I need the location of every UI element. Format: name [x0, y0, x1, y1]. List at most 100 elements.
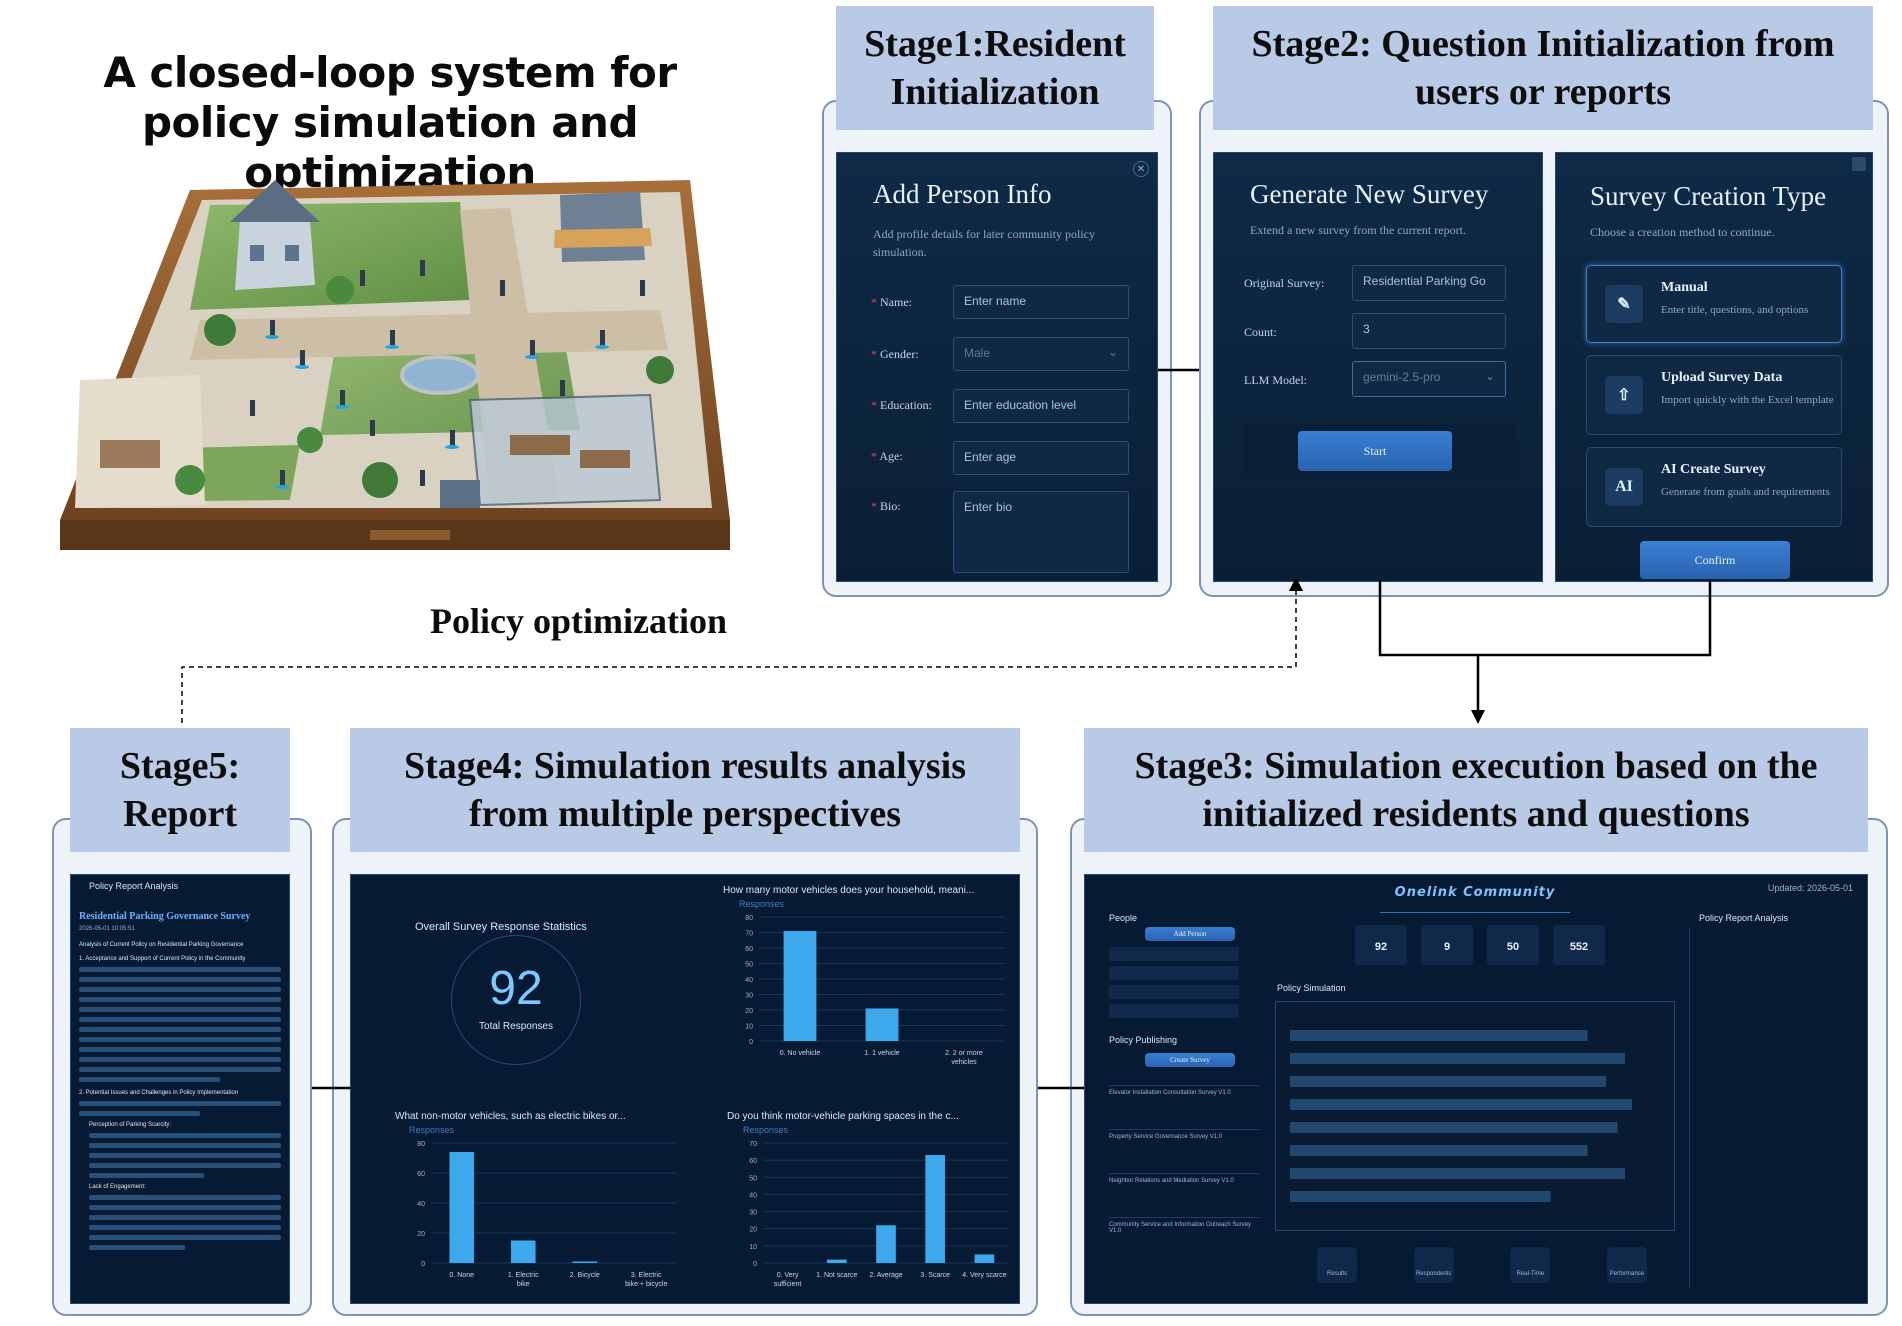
list-item[interactable] [1109, 985, 1239, 999]
y-tick-label: 70 [749, 1141, 757, 1148]
report-subheading: 1. Acceptance and Support of Current Pol… [79, 956, 246, 962]
y-tick-label: 0 [753, 1261, 757, 1268]
bottom-nav: Results Respondents Real-Time Performanc… [1317, 1247, 1647, 1287]
create-survey-button[interactable]: Create Survey [1145, 1053, 1235, 1067]
report-header: Policy Report Analysis [89, 881, 179, 891]
analysis-dashboard: Overall Survey Response Statistics 92 To… [350, 874, 1020, 1304]
llm-model-select[interactable]: gemini-2.5-pro⌄ [1352, 361, 1506, 397]
bar [510, 1240, 536, 1263]
survey-form-title: Generate New Survey [1250, 179, 1489, 209]
confirm-button[interactable]: Confirm [1640, 541, 1790, 579]
stage2-label: Stage2: Question Initialization from use… [1213, 6, 1873, 130]
report-subheading: 2. Potential Issues and Challenges in Po… [79, 1090, 239, 1096]
chart2-title: What non-motor vehicles, such as electri… [395, 1111, 626, 1122]
survey-item[interactable]: Property Service Governance Survey V1.0 [1109, 1129, 1259, 1173]
log-line [1290, 1168, 1662, 1179]
gender-select[interactable]: Male⌄ [953, 337, 1129, 371]
llm-model-label: LLM Model: [1244, 373, 1307, 387]
survey-list: Elevator Installation Consultation Surve… [1109, 1085, 1259, 1261]
age-input[interactable]: Enter age [953, 441, 1129, 475]
report-paragraph [89, 1133, 281, 1178]
y-tick-label: 80 [417, 1141, 425, 1148]
option-upload[interactable]: ⇧ Upload Survey Data Import quickly with… [1586, 355, 1842, 435]
bar [865, 1008, 899, 1041]
people-heading: People [1109, 913, 1138, 923]
y-tick-label: 70 [745, 931, 753, 938]
stat-card: 9 [1421, 925, 1473, 965]
original-survey-input[interactable]: Residential Parking Go [1352, 265, 1506, 301]
y-tick-label: 60 [745, 946, 753, 953]
y-tick-label: 50 [745, 962, 753, 969]
person-form-title: Add Person Info [873, 179, 1052, 209]
add-person-button[interactable]: Add Person [1145, 927, 1235, 941]
x-tick-label: 0. None [449, 1272, 474, 1279]
loop-label: Policy optimization [430, 601, 727, 641]
close-icon[interactable]: ✕ [1133, 161, 1149, 177]
count-input[interactable]: 3 [1352, 313, 1506, 349]
report-paragraph [79, 1101, 281, 1116]
simulation-log [1275, 1001, 1675, 1231]
stage3-label: Stage3: Simulation execution based on th… [1084, 728, 1868, 852]
report-bullet: Lack of Engagement: [89, 1184, 146, 1190]
bio-label: * Bio: [871, 499, 901, 513]
x-tick-label: 1. Not scarce [816, 1272, 857, 1279]
option-title: Manual [1661, 280, 1708, 295]
y-tick-label: 20 [417, 1231, 425, 1238]
option-desc: Enter title, questions, and options [1661, 304, 1809, 316]
stat-card: 50 [1487, 925, 1539, 965]
option-title: AI Create Survey [1661, 462, 1766, 477]
log-line [1290, 1053, 1662, 1064]
survey-form-subtitle: Extend a new survey from the current rep… [1250, 223, 1466, 237]
nav-results-button[interactable]: Results [1317, 1247, 1357, 1283]
education-label: * Education: [871, 398, 932, 412]
original-survey-label: Original Survey: [1244, 276, 1325, 290]
pencil-icon: ✎ [1605, 285, 1643, 323]
person-form-subtitle: Add profile details for later community … [873, 227, 1095, 259]
x-tick-label: sufficient [774, 1281, 802, 1288]
policy-publishing-heading: Policy Publishing [1109, 1035, 1178, 1045]
x-tick-label: 0. No vehicle [780, 1050, 821, 1057]
survey-item[interactable]: Community Service and Information Outrea… [1109, 1217, 1259, 1261]
y-tick-label: 40 [745, 977, 753, 984]
total-label: Total Responses [479, 1021, 553, 1032]
nav-respondents-button[interactable]: Respondents [1413, 1247, 1454, 1283]
nav-realtime-button[interactable]: Real-Time [1510, 1247, 1551, 1283]
education-input[interactable]: Enter education level [953, 389, 1129, 423]
start-button[interactable]: Start [1298, 431, 1452, 471]
y-tick-label: 10 [749, 1244, 757, 1251]
chart1-title: How many motor vehicles does your househ… [723, 885, 975, 896]
list-item[interactable] [1109, 1004, 1239, 1018]
community-illustration [40, 150, 740, 610]
log-line [1290, 1145, 1662, 1156]
x-tick-label: bike + bicycle [625, 1281, 667, 1288]
generate-survey-panel: Generate New Survey Extend a new survey … [1213, 152, 1543, 582]
y-tick-label: 80 [745, 915, 753, 922]
option-desc: Generate from goals and requirements [1661, 486, 1830, 498]
chart1-ylabel: Responses [739, 899, 785, 909]
bar [572, 1261, 598, 1263]
bio-textarea[interactable]: Enter bio [953, 491, 1129, 573]
arrow-stage2-to-stage3 [1378, 580, 1712, 724]
simulation-dashboard: Onelink Community Updated: 2026-05-01 Pe… [1084, 874, 1868, 1304]
option-manual[interactable]: ✎ Manual Enter title, questions, and opt… [1586, 265, 1842, 343]
y-tick-label: 50 [749, 1175, 757, 1182]
bar [925, 1155, 946, 1263]
nav-performance-button[interactable]: Performance [1606, 1247, 1647, 1283]
name-input[interactable]: Enter name [953, 285, 1129, 319]
log-line [1290, 1099, 1662, 1110]
gender-label: * Gender: [871, 347, 919, 361]
report-column [1689, 929, 1859, 1289]
policy-optimization-loop [181, 577, 1303, 723]
option-ai[interactable]: AI AI Create Survey Generate from goals … [1586, 447, 1842, 527]
list-item[interactable] [1109, 966, 1239, 980]
x-tick-label: 2. 2 or more [945, 1050, 983, 1057]
survey-item[interactable]: Elevator Installation Consultation Surve… [1109, 1085, 1259, 1129]
y-tick-label: 0 [421, 1261, 425, 1268]
policy-simulation-heading: Policy Simulation [1277, 983, 1346, 993]
brand-logo: Onelink Community [1380, 883, 1570, 913]
bar [876, 1225, 896, 1263]
x-tick-label: vehicles [951, 1059, 977, 1066]
list-item[interactable] [1109, 947, 1239, 961]
survey-item[interactable]: Neighbor Relations and Mediation Survey … [1109, 1173, 1259, 1217]
bar [826, 1259, 847, 1263]
